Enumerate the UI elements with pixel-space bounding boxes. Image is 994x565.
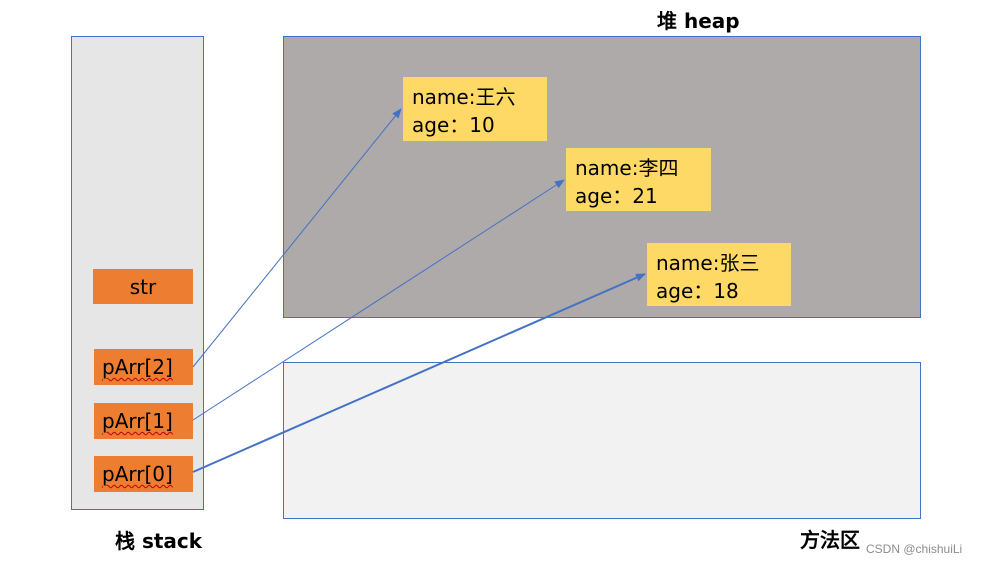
method-area (283, 362, 921, 519)
watermark: CSDN @chishuiLi (866, 542, 963, 556)
arrow-parr2-to-wangliu (192, 108, 402, 368)
heap-object-zhangsan: name:张三 age：18 (647, 243, 791, 306)
object-age: age：10 (412, 113, 495, 137)
parr-1-label: pArr[1] (102, 409, 173, 433)
stack-label: 栈 stack (115, 529, 203, 553)
parr-2-variable: pArr[2] (94, 349, 193, 385)
parr-1-variable: pArr[1] (94, 403, 193, 439)
object-name: name:李四 (575, 156, 679, 180)
parr-0-label: pArr[0] (102, 462, 173, 486)
object-name: name:张三 (656, 251, 760, 275)
object-name: name:王六 (412, 85, 516, 109)
object-age: age：18 (656, 279, 739, 303)
parr-2-label: pArr[2] (102, 355, 173, 379)
method-area-label: 方法区 (800, 528, 860, 552)
arrow-parr0-to-zhangsan (192, 273, 646, 473)
object-age: age：21 (575, 184, 658, 208)
arrow-parr1-to-lisi (192, 179, 565, 421)
heap-object-wangliu: name:王六 age：10 (403, 77, 547, 141)
heap-object-lisi: name:李四 age：21 (566, 148, 711, 211)
heap-label: 堆 heap (657, 9, 740, 33)
parr-0-variable: pArr[0] (94, 456, 193, 492)
str-variable: str (93, 269, 193, 304)
